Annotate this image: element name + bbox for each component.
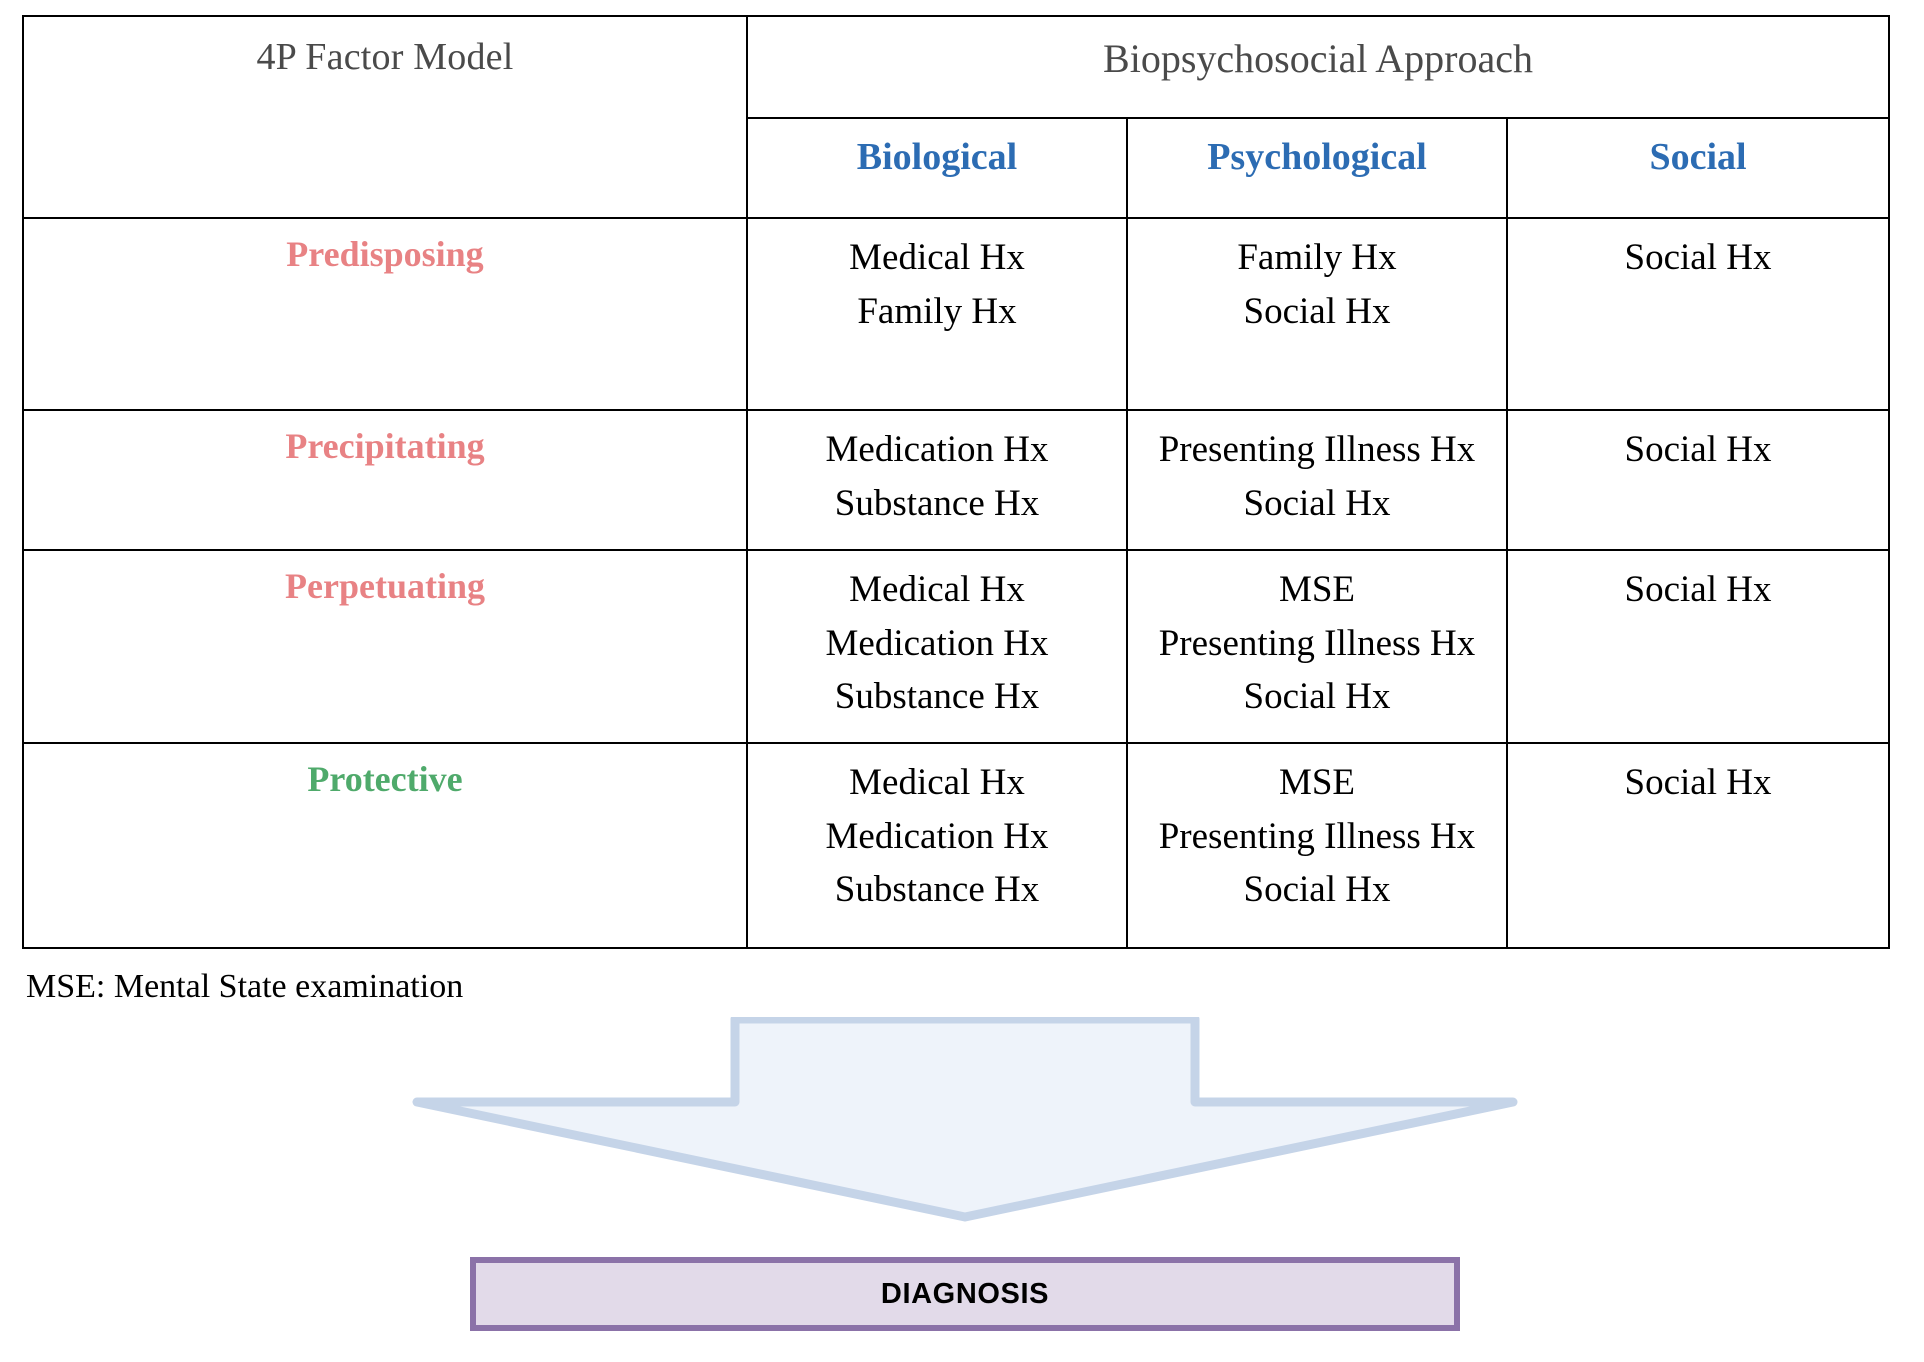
row-label-text: Predisposing xyxy=(286,234,484,274)
cell-line: MSE xyxy=(1278,762,1356,803)
cell-precipitating-psychological: Presenting Illness Hx Social Hx xyxy=(1126,409,1508,551)
cell-line: Social Hx xyxy=(1243,869,1391,911)
cell-line: Presenting Illness Hx xyxy=(1158,429,1476,470)
four-p-biopsychosocial-table: 4P Factor Model Biopsychosocial Approach… xyxy=(22,15,1891,949)
row-label-precipitating: Precipitating xyxy=(22,409,748,551)
cell-line: Social Hx xyxy=(1243,290,1391,332)
cell-line: Presenting Illness Hx xyxy=(1158,622,1476,664)
cell-lines: Medical Hx Medication Hx Substance Hx xyxy=(748,744,1126,929)
cell-line: Social Hx xyxy=(1243,676,1391,718)
cell-line: Medication Hx xyxy=(825,622,1049,664)
cell-line: Social Hx xyxy=(1624,569,1772,610)
row-label-perpetuating: Perpetuating xyxy=(22,549,748,744)
cell-line: Substance Hx xyxy=(834,676,1040,718)
cell-line: Social Hx xyxy=(1243,482,1391,524)
corner-header-cell: 4P Factor Model xyxy=(22,15,748,219)
cell-predisposing-psychological: Family Hx Social Hx xyxy=(1126,217,1508,411)
table-row: Predisposing Medical Hx Family Hx Family … xyxy=(22,217,1891,411)
cell-perpetuating-social: Social Hx xyxy=(1505,549,1891,744)
cell-perpetuating-biological: Medical Hx Medication Hx Substance Hx xyxy=(746,549,1128,744)
diagnosis-box: DIAGNOSIS xyxy=(470,1257,1460,1331)
table-header-row-columns: Biological Psychological Social xyxy=(23,117,1891,219)
group-header-cell: Biopsychosocial Approach xyxy=(745,15,1891,119)
row-label-text: Protective xyxy=(307,759,463,799)
cell-line: Social Hx xyxy=(1624,237,1772,278)
cell-lines: Social Hx xyxy=(1508,411,1888,489)
cell-lines: Presenting Illness Hx Social Hx xyxy=(1128,411,1506,542)
cell-predisposing-social: Social Hx xyxy=(1505,217,1891,411)
cell-precipitating-biological: Medication Hx Substance Hx xyxy=(746,409,1128,551)
down-arrow-shape xyxy=(412,1017,1518,1222)
cell-lines: MSE Presenting Illness Hx Social Hx xyxy=(1128,744,1506,929)
column-header-social: Social xyxy=(1505,117,1891,219)
table-header-row-top: 4P Factor Model Biopsychosocial Approach xyxy=(22,15,1891,219)
cell-line: Family Hx xyxy=(1237,237,1397,278)
cell-line: Presenting Illness Hx xyxy=(1158,815,1476,857)
row-label-protective: Protective xyxy=(22,742,748,949)
cell-lines: Medication Hx Substance Hx xyxy=(748,411,1126,542)
cell-lines: Social Hx xyxy=(1508,744,1888,822)
cell-line: Family Hx xyxy=(857,290,1017,332)
cell-line: Medication Hx xyxy=(825,429,1049,470)
cell-predisposing-biological: Medical Hx Family Hx xyxy=(746,217,1128,411)
cell-protective-biological: Medical Hx Medication Hx Substance Hx xyxy=(746,742,1128,949)
cell-line: Substance Hx xyxy=(834,482,1040,524)
cell-line: Substance Hx xyxy=(834,869,1040,911)
footnote-mse: MSE: Mental State examination xyxy=(26,968,464,1005)
row-label-text: Precipitating xyxy=(285,426,485,466)
cell-lines: Family Hx Social Hx xyxy=(1128,219,1506,350)
cell-line: Social Hx xyxy=(1624,762,1772,803)
column-header-label: Psychological xyxy=(1207,136,1427,178)
row-label-text: Perpetuating xyxy=(285,566,485,606)
cell-protective-psychological: MSE Presenting Illness Hx Social Hx xyxy=(1126,742,1508,949)
cell-protective-social: Social Hx xyxy=(1505,742,1891,949)
cell-line: Medical Hx xyxy=(849,237,1025,278)
cell-lines: Social Hx xyxy=(1508,551,1888,629)
column-header-biological: Biological xyxy=(746,117,1128,219)
diagnosis-label: DIAGNOSIS xyxy=(880,1277,1050,1310)
cell-lines: Medical Hx Medication Hx Substance Hx xyxy=(748,551,1126,736)
table-row: Protective Medical Hx Medication Hx Substa… xyxy=(22,742,1891,949)
cell-perpetuating-psychological: MSE Presenting Illness Hx Social Hx xyxy=(1126,549,1508,744)
column-header-psychological: Psychological xyxy=(1126,117,1508,219)
cell-line: Medication Hx xyxy=(825,815,1049,857)
cell-lines: Medical Hx Family Hx xyxy=(748,219,1126,350)
down-arrow-icon xyxy=(405,1017,1525,1222)
column-header-label: Biological xyxy=(856,136,1018,178)
table-row: Perpetuating Medical Hx Medication Hx Subs… xyxy=(22,549,1891,744)
cell-lines: MSE Presenting Illness Hx Social Hx xyxy=(1128,551,1506,736)
matrix-table: 4P Factor Model Biopsychosocial Approach… xyxy=(22,15,1891,949)
cell-precipitating-social: Social Hx xyxy=(1505,409,1891,551)
cell-line: Medical Hx xyxy=(849,569,1025,610)
group-header-label: Biopsychosocial Approach xyxy=(1103,36,1533,81)
cell-lines: Social Hx xyxy=(1508,219,1888,297)
corner-header-label: 4P Factor Model xyxy=(256,36,514,78)
cell-line: MSE xyxy=(1278,569,1356,610)
cell-line: Social Hx xyxy=(1624,429,1772,470)
column-header-label: Social xyxy=(1649,136,1747,178)
row-label-predisposing: Predisposing xyxy=(22,217,748,411)
cell-line: Medical Hx xyxy=(849,762,1025,803)
